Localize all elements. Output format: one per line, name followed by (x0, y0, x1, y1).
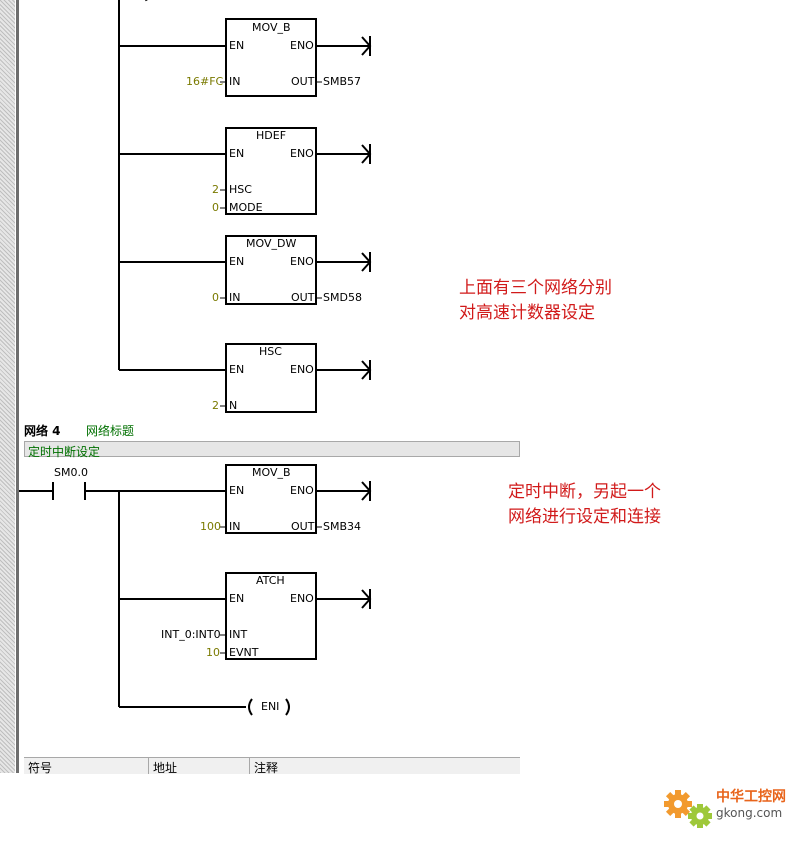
eno-pin: ENO (290, 363, 314, 376)
out-value[interactable]: SMB57 (323, 75, 362, 88)
column-address[interactable]: 地址 (153, 761, 178, 775)
watermark-cn: 中华工控网 (716, 789, 786, 805)
mode-value[interactable]: 0 (212, 201, 219, 214)
annotation-hsc-networks: 上面有三个网络分别 对高速计数器设定 (459, 276, 612, 326)
en-pin: EN (229, 484, 245, 497)
out-value[interactable]: SMB34 (323, 520, 362, 533)
in-value[interactable]: 16#FC (186, 75, 224, 88)
int-pin: INT (229, 628, 248, 641)
annotation-line: 上面有三个网络分别 (459, 278, 612, 298)
network-title[interactable]: 网络标题 (86, 424, 135, 438)
n-value[interactable]: 2 (212, 399, 219, 412)
block-title: MOV_B (252, 466, 291, 479)
annotation-line: 网络进行设定和连接 (508, 507, 661, 527)
network-comment-bar[interactable]: 定时中断设定 (24, 441, 520, 459)
watermark-en: gkong.com (716, 806, 783, 820)
evnt-value[interactable]: 10 (206, 646, 220, 659)
in-pin: IN (229, 520, 241, 533)
en-pin: EN (229, 147, 245, 160)
int-value[interactable]: INT_0:INT0 (161, 628, 221, 641)
out-pin: OUT (291, 291, 315, 304)
annotation-timer-interrupt: 定时中断，另起一个 网络进行设定和连接 (508, 480, 661, 530)
mode-pin: MODE (229, 201, 263, 214)
in-pin: IN (229, 75, 241, 88)
ladder-editor: MOV_B EN ENO IN OUT 16#FC SMB57 HDEF EN … (0, 0, 520, 775)
en-pin: EN (229, 363, 245, 376)
block-title: ATCH (256, 574, 285, 587)
column-divider[interactable] (249, 758, 250, 774)
in-value[interactable]: 100 (200, 520, 221, 533)
eno-pin: ENO (290, 147, 314, 160)
block-title: MOV_B (252, 21, 291, 34)
out-pin: OUT (291, 75, 315, 88)
left-margin-strip (0, 0, 15, 773)
eno-pin: ENO (290, 484, 314, 497)
block-title: HSC (259, 345, 282, 358)
hsc-pin: HSC (229, 183, 252, 196)
ladder-wires (19, 0, 372, 716)
in-value[interactable]: 0 (212, 291, 219, 304)
block-title: MOV_DW (246, 237, 297, 250)
en-pin: EN (229, 592, 245, 605)
contact-address[interactable]: SM0.0 (54, 466, 88, 479)
network-comment: 定时中断设定 (28, 445, 101, 459)
column-divider[interactable] (148, 758, 149, 774)
eno-pin: ENO (290, 592, 314, 605)
eni-coil[interactable]: ENI (261, 700, 280, 713)
annotation-line: 对高速计数器设定 (459, 303, 595, 323)
gkong-watermark: 中华工控网 gkong.com (660, 782, 790, 836)
out-pin: OUT (291, 520, 315, 533)
hsc-value[interactable]: 2 (212, 183, 219, 196)
eno-pin: ENO (290, 39, 314, 52)
power-rail (16, 0, 19, 773)
gear-icon (664, 790, 712, 828)
en-pin: EN (229, 255, 245, 268)
column-comment[interactable]: 注释 (254, 761, 279, 775)
annotation-line: 定时中断，另起一个 (508, 482, 661, 502)
in-pin: IN (229, 291, 241, 304)
block-title: HDEF (256, 129, 287, 142)
column-symbol[interactable]: 符号 (28, 761, 53, 775)
n-pin: N (229, 399, 238, 412)
evnt-pin: EVNT (229, 646, 259, 659)
network-number: 网络 4 (24, 424, 61, 438)
symbol-table-header: 符号 地址 注释 (24, 757, 520, 775)
eno-pin: ENO (290, 255, 314, 268)
out-value[interactable]: SMD58 (323, 291, 362, 304)
en-pin: EN (229, 39, 245, 52)
